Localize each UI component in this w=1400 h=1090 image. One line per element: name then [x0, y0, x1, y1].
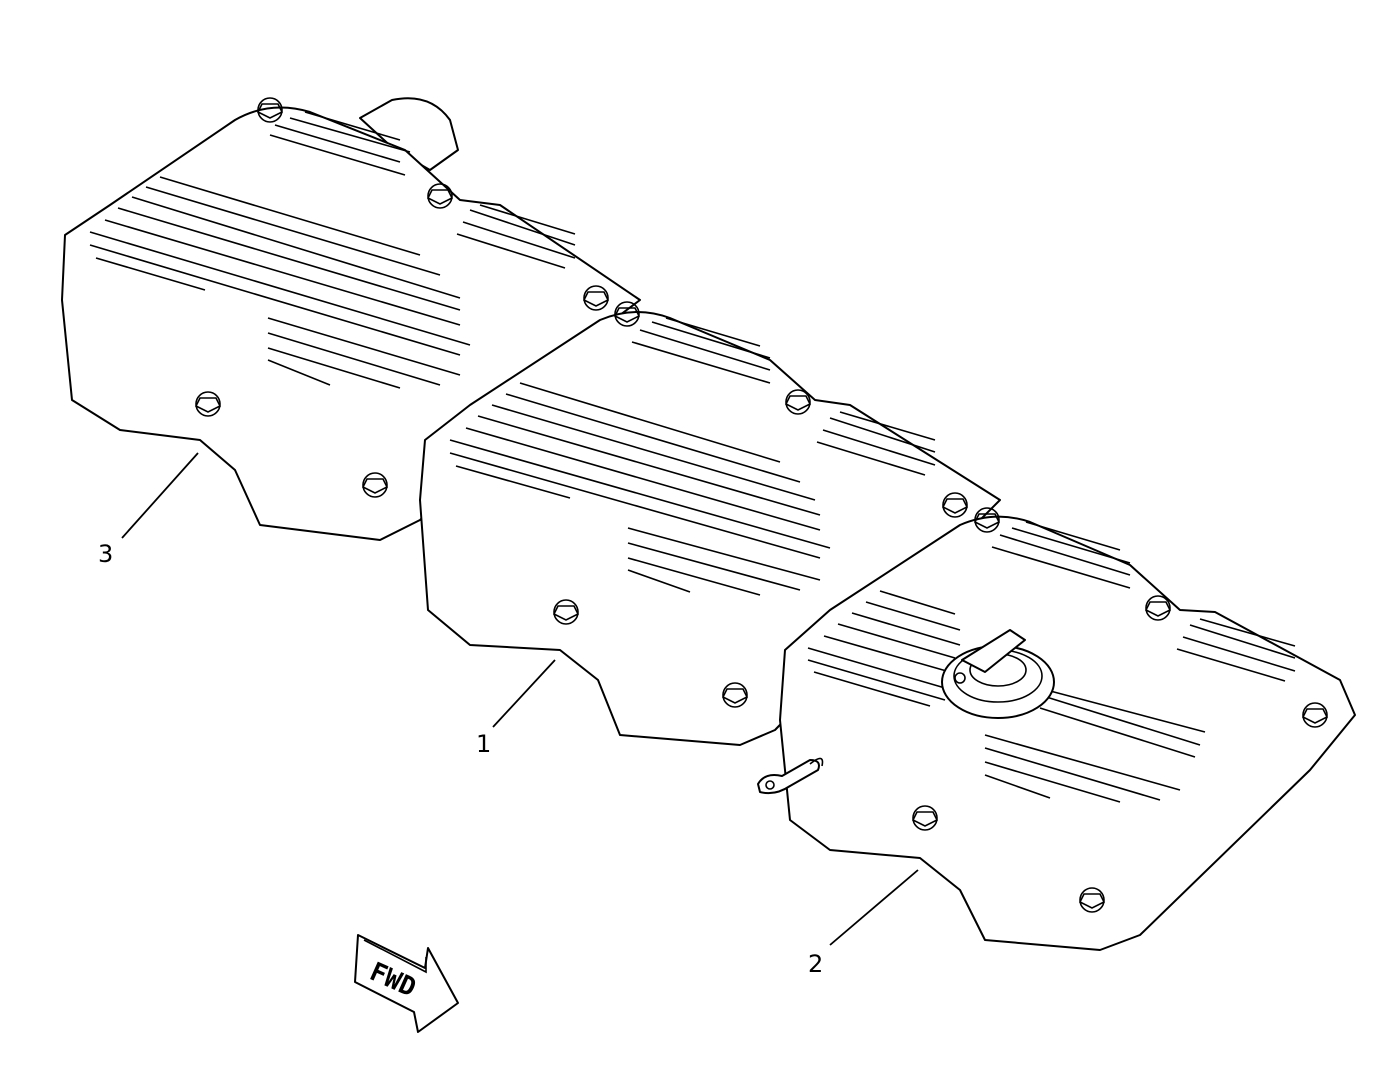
cover-3-fins-a — [89, 176, 471, 389]
bolt — [941, 492, 969, 518]
valve-cover-2 — [757, 507, 1356, 951]
cover-3-fins-b — [269, 111, 411, 176]
cover-1-fins-c — [816, 411, 936, 476]
bolt — [256, 97, 284, 123]
bolt — [194, 391, 222, 417]
callout-1: 1 — [476, 659, 556, 758]
cover-1-fins-b — [631, 317, 771, 384]
bolt — [426, 183, 454, 209]
cover-2-fins-c — [1176, 618, 1296, 682]
bolt — [1301, 702, 1329, 728]
fwd-arrow: FWD — [354, 934, 459, 1033]
bolt — [721, 682, 749, 708]
callout-3: 3 — [98, 452, 199, 568]
oil-filler-cap — [941, 629, 1055, 719]
bolt — [1144, 595, 1172, 621]
cover-2-body — [779, 515, 1356, 951]
callout-label-3: 3 — [98, 540, 113, 568]
lifting-tab — [757, 757, 824, 795]
cover-2-fins-b — [991, 521, 1131, 589]
bolt — [361, 472, 389, 498]
bolt — [613, 301, 641, 327]
bolt — [1078, 887, 1106, 913]
callout-2: 2 — [808, 869, 919, 978]
bolt — [911, 805, 939, 831]
bolt — [582, 285, 610, 311]
bolt — [552, 599, 580, 625]
bolt — [784, 389, 812, 415]
breather-tube — [359, 97, 459, 171]
callout-label-1: 1 — [476, 730, 491, 758]
cover-1-fins-a — [449, 382, 831, 596]
bolt — [973, 507, 1001, 533]
cover-3-fins-c — [456, 204, 576, 269]
callout-label-2: 2 — [808, 950, 823, 978]
